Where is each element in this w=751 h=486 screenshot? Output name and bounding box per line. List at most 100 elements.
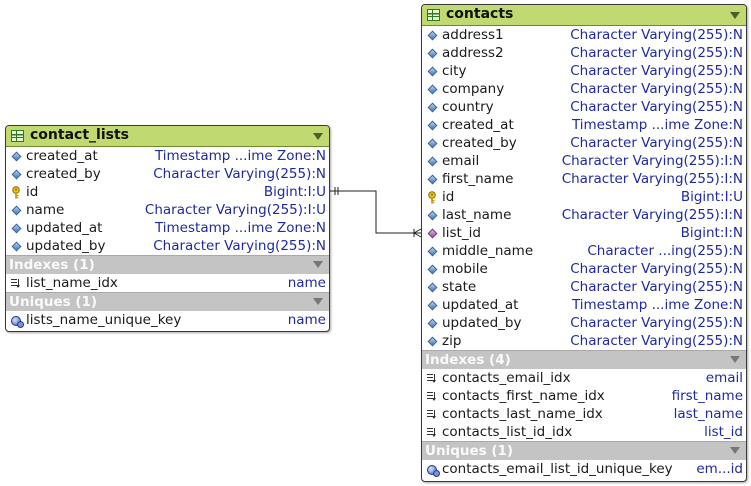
column-icon bbox=[427, 102, 437, 112]
column-type: Character Varying(255):N bbox=[570, 81, 743, 97]
column-name: last_name bbox=[442, 207, 512, 223]
key-name: list_name_idx bbox=[26, 275, 118, 291]
collapse-icon[interactable] bbox=[313, 298, 323, 305]
column-icon bbox=[427, 120, 437, 130]
collapse-icon[interactable] bbox=[313, 261, 323, 268]
indexes-section[interactable]: Indexes (4) bbox=[422, 350, 746, 369]
column-name: mobile bbox=[442, 261, 488, 277]
key-name: contacts_email_idx bbox=[442, 370, 571, 386]
indexes-section[interactable]: Indexes (1) bbox=[6, 255, 329, 274]
table-header[interactable]: contacts bbox=[422, 5, 746, 26]
column-row[interactable]: last_name Character Varying(255):I:N bbox=[422, 206, 746, 224]
column-name: updated_by bbox=[26, 238, 106, 254]
column-name: name bbox=[26, 202, 65, 218]
key-name: contacts_last_name_idx bbox=[442, 406, 603, 422]
table-icon bbox=[11, 130, 24, 142]
uniques-section[interactable]: Uniques (1) bbox=[422, 441, 746, 460]
column-name: created_at bbox=[442, 117, 514, 133]
column-type: Timestamp ...ime Zone:N bbox=[571, 117, 743, 133]
collapse-icon[interactable] bbox=[730, 447, 740, 454]
column-icon bbox=[427, 48, 437, 58]
column-type: Timestamp ...ime Zone:N bbox=[571, 297, 743, 313]
column-name: id bbox=[442, 189, 455, 205]
index-row[interactable]: contacts_last_name_idx last_name bbox=[422, 405, 746, 423]
column-icon bbox=[427, 300, 437, 310]
key-name: contacts_first_name_idx bbox=[442, 388, 605, 404]
column-icon bbox=[427, 66, 437, 76]
column-icon bbox=[427, 84, 437, 94]
column-row[interactable]: city Character Varying(255):N bbox=[422, 62, 746, 80]
column-row[interactable]: address1 Character Varying(255):N bbox=[422, 26, 746, 44]
key-columns: em...id bbox=[696, 461, 743, 477]
column-icon bbox=[11, 151, 21, 161]
table-header[interactable]: contact_lists bbox=[6, 126, 329, 147]
column-name: city bbox=[442, 63, 467, 79]
index-icon bbox=[427, 409, 437, 419]
column-type: Character Varying(255):N bbox=[570, 63, 743, 79]
primary-key-icon bbox=[427, 191, 437, 204]
column-type: Character Varying(255):I:N bbox=[561, 207, 743, 223]
index-row[interactable]: contacts_first_name_idx first_name bbox=[422, 387, 746, 405]
table-name: contact_lists bbox=[30, 127, 129, 143]
column-row[interactable]: updated_by Character Varying(255):N bbox=[6, 237, 329, 255]
uniques-section[interactable]: Uniques (1) bbox=[6, 292, 329, 311]
section-label: Indexes (1) bbox=[9, 257, 95, 273]
column-type: Character Varying(255):N bbox=[153, 238, 326, 254]
column-name: created_by bbox=[442, 135, 517, 151]
column-icon bbox=[427, 264, 437, 274]
primary-key-icon bbox=[11, 186, 21, 199]
column-type: Timestamp ...ime Zone:N bbox=[154, 220, 326, 236]
column-type: Character Varying(255):N bbox=[570, 27, 743, 43]
section-label: Indexes (4) bbox=[425, 352, 511, 368]
key-columns: first_name bbox=[671, 388, 743, 404]
collapse-icon[interactable] bbox=[730, 12, 740, 19]
column-type: Bigint:I:U bbox=[680, 189, 743, 205]
index-row[interactable]: contacts_list_id_idx list_id bbox=[422, 423, 746, 441]
column-name: address1 bbox=[442, 27, 504, 43]
column-name: email bbox=[442, 153, 480, 169]
key-columns: last_name bbox=[673, 406, 743, 422]
key-columns: list_id bbox=[704, 424, 743, 440]
column-row[interactable]: created_at Timestamp ...ime Zone:N bbox=[422, 116, 746, 134]
column-name: zip bbox=[442, 333, 462, 349]
collapse-icon[interactable] bbox=[313, 133, 323, 140]
column-type: Bigint:I:U bbox=[263, 184, 326, 200]
table-icon bbox=[427, 9, 440, 21]
foreign-key-icon bbox=[427, 228, 437, 238]
column-name: created_by bbox=[26, 166, 101, 182]
collapse-icon[interactable] bbox=[730, 356, 740, 363]
column-name: company bbox=[442, 81, 505, 97]
column-type: Character Varying(255):I:N bbox=[561, 171, 743, 187]
column-row[interactable]: id Bigint:I:U bbox=[422, 188, 746, 206]
column-row[interactable]: company Character Varying(255):N bbox=[422, 80, 746, 98]
column-icon bbox=[427, 210, 437, 220]
key-name: contacts_list_id_idx bbox=[442, 424, 573, 440]
